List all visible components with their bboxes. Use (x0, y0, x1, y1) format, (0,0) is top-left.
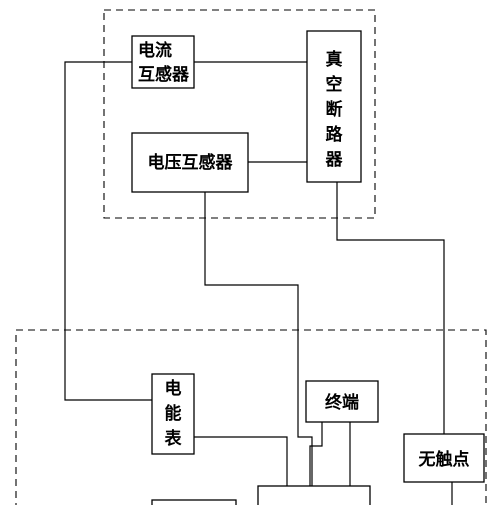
wires (64, 61, 453, 505)
vacuum-breaker-label-5: 器 (325, 150, 344, 170)
vacuum-breaker-label-2: 空 (326, 74, 343, 95)
wire-terminal-bottom-a (309, 422, 323, 486)
current-transformer-label-2: 互感器 (138, 64, 190, 85)
bottom-left-unit-box (151, 499, 237, 505)
voltage-transformer-label: 电压互感器 (148, 152, 234, 173)
energy-meter-block: 电 能 表 (151, 373, 195, 455)
upper-dashed-enclosure (103, 9, 376, 219)
energy-meter-label-1: 电 (165, 378, 182, 399)
bottom-unit-box (257, 485, 371, 505)
wire-meter-bottom (194, 436, 288, 486)
wire-ct-meter (64, 61, 152, 401)
contactless-block: 无触点 (403, 433, 485, 483)
lower-dashed-enclosure (15, 329, 487, 505)
vacuum-breaker-label-4: 路 (326, 124, 344, 145)
current-transformer-label-1: 电流 (138, 40, 172, 61)
contactless-label: 无触点 (418, 449, 470, 470)
wire-breaker-contactless (336, 182, 445, 434)
vacuum-breaker-label-1: 真 (326, 49, 343, 70)
voltage-transformer-block: 电压互感器 (131, 132, 249, 193)
energy-meter-label-3: 表 (165, 428, 183, 449)
wire-vt-bottom (204, 192, 313, 486)
terminal-label: 终端 (325, 392, 359, 413)
terminal-block: 终端 (305, 380, 379, 423)
energy-meter-label-2: 能 (165, 403, 182, 424)
vacuum-breaker-label-3: 断 (326, 99, 343, 120)
current-transformer-block: 电流 互感器 (131, 35, 195, 89)
vacuum-breaker-block: 真 空 断 路 器 (306, 30, 362, 183)
